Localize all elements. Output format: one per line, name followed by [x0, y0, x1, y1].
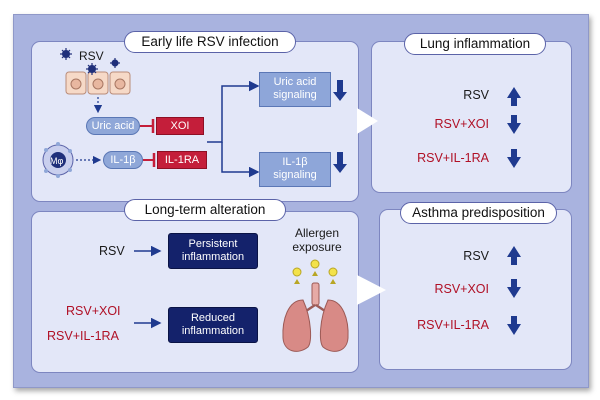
reduced-inflammation-box: Reduced inflammation: [168, 307, 258, 343]
rsv-virus-icon: [60, 48, 120, 75]
allergen-icon: [292, 259, 338, 284]
lung-row-il1ra: RSV+IL-1RA: [417, 151, 489, 165]
xoi-box: XOI: [156, 117, 204, 135]
lung-row-xoi: RSV+XOI: [434, 117, 489, 131]
asthma-row-xoi: RSV+XOI: [434, 282, 489, 296]
asthma-arrows: [507, 246, 521, 335]
allergen-exposure-label: Allergen exposure: [292, 226, 342, 254]
lungs-icon: [282, 282, 349, 352]
uric-acid-signaling-box: Uric acid signaling: [259, 72, 331, 107]
macrophage-label: Mφ: [50, 156, 64, 166]
il1b-pill: IL-1β: [103, 151, 143, 169]
long-term-title: Long-term alteration: [124, 199, 286, 221]
panel-connector-arrow: [357, 275, 386, 305]
lung-inflammation-arrows: [507, 87, 521, 168]
signal-arrows: [333, 80, 347, 173]
lung-inflammation-title: Lung inflammation: [404, 33, 546, 55]
rsv-label: RSV: [79, 49, 104, 63]
early-life-title: Early life RSV infection: [124, 31, 296, 53]
asthma-row-rsv: RSV: [463, 249, 489, 263]
il1ra-box: IL-1RA: [157, 151, 207, 169]
asthma-row-il1ra: RSV+IL-1RA: [417, 318, 489, 332]
macrophage-icon: [42, 142, 74, 178]
asthma-panel: [379, 209, 572, 370]
panel-connector-arrow: [357, 108, 378, 134]
long-rsv-label: RSV: [99, 244, 125, 258]
epithelial-cells: [65, 71, 131, 95]
lung-inflammation-panel: [371, 41, 572, 193]
uric-acid-pill: Uric acid: [86, 117, 140, 135]
il1b-signaling-box: IL-1β signaling: [259, 152, 331, 187]
asthma-title: Asthma predisposition: [400, 202, 557, 224]
lung-row-rsv: RSV: [463, 88, 489, 102]
long-xoi-label: RSV+XOI: [66, 304, 121, 318]
persistent-inflammation-box: Persistent inflammation: [168, 233, 258, 269]
long-il1ra-label: RSV+IL-1RA: [47, 329, 119, 343]
